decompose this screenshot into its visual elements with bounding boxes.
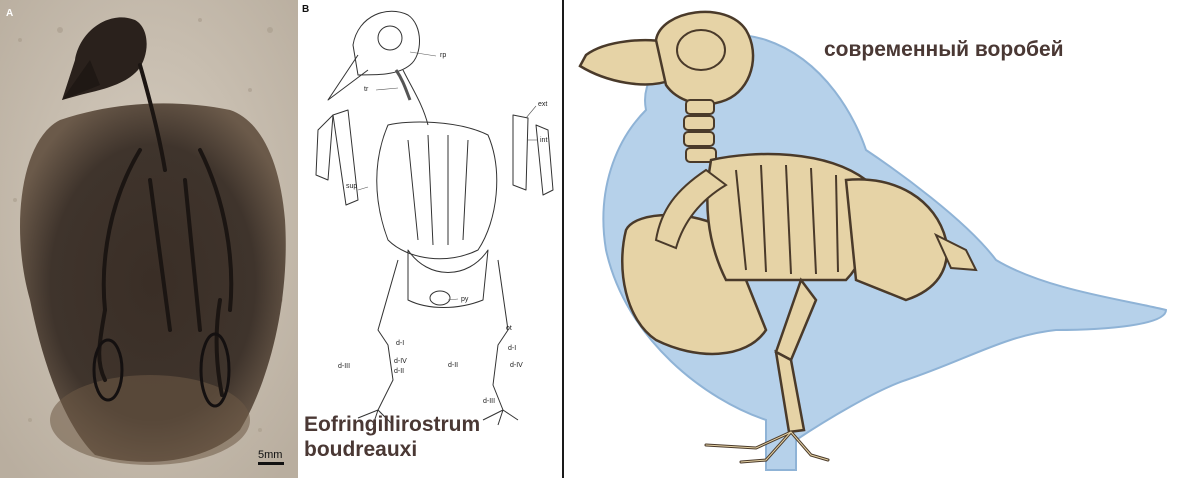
drawn-ribcage: [376, 121, 498, 260]
skeleton-line-drawing: [315, 10, 554, 426]
label-right-d-iii: d-III: [483, 398, 496, 405]
sparrow-orbit: [676, 29, 726, 71]
scale-bar: [258, 462, 284, 465]
modern-sparrow-caption: современный воробей: [824, 38, 1064, 61]
label-leader-lines: [357, 51, 538, 301]
drawn-skull: [352, 10, 420, 76]
species-genus: Eofringillirostrum: [304, 413, 481, 436]
drawn-right-toes: [482, 409, 519, 426]
panel-letter-b: B: [302, 4, 310, 15]
label-sup: sup: [346, 183, 358, 190]
fossil-feet: [92, 332, 231, 408]
label-left-d-iv: d-IV: [394, 358, 407, 365]
drawn-pygostyle: [429, 290, 451, 306]
fossil-photo-panel: A 5mm: [0, 0, 298, 478]
drawn-left-leg: [377, 259, 399, 411]
label-left-d-i: d-I: [396, 340, 405, 347]
drawn-orbit: [377, 25, 403, 51]
label-tr: tr: [364, 86, 369, 93]
sparrow-humerus: [654, 168, 728, 250]
label-rp: rp: [440, 52, 447, 59]
label-int: int: [540, 137, 548, 144]
label-left-d-iii: d-III: [338, 363, 351, 370]
label-left-d-ii: d-II: [394, 368, 405, 375]
modern-sparrow-illustration: [578, 10, 1168, 471]
skeleton-drawing-panel: B rp tr ext int sup py ot d-I d-IV d-II …: [298, 0, 560, 478]
fossil-beak: [62, 60, 100, 100]
label-ot: ot: [506, 325, 512, 332]
panel-divider: [560, 0, 566, 478]
label-ext: ext: [538, 101, 548, 108]
label-right-d-i: d-I: [508, 345, 517, 352]
drawn-left-wing: [332, 109, 359, 206]
drawn-beak: [327, 54, 369, 101]
sparrow-neck-vertebrae: [683, 99, 717, 163]
drawn-left-hand: [315, 114, 334, 181]
sparrow-ribs: [735, 164, 839, 275]
sparrow-pygostyle: [933, 232, 978, 272]
label-right-d-iv: d-IV: [510, 362, 523, 369]
drawn-right-hand: [535, 124, 554, 196]
drawn-right-leg: [492, 259, 509, 411]
fossil-bones: [97, 63, 234, 397]
scale-bar-label: 5mm: [258, 449, 283, 461]
drawn-left-toes: [357, 409, 394, 426]
drawn-pelvis: [407, 249, 489, 308]
drawn-ribs: [407, 134, 469, 246]
panel-letter-a: A: [6, 8, 14, 19]
label-py: py: [461, 296, 469, 303]
fossil-photo: [0, 0, 298, 478]
modern-sparrow-panel: современный воробей: [566, 0, 1200, 478]
drawn-trachea: [394, 69, 412, 101]
species-name: Eofringillirostrum boudreauxi: [304, 412, 480, 462]
sparrow-foot-fill: [705, 431, 829, 463]
sparrow-tibiotarsus: [774, 349, 806, 434]
lower-feather-wash: [50, 375, 250, 465]
species-epithet: boudreauxi: [304, 438, 418, 461]
drawn-neck: [402, 69, 429, 126]
drawn-right-wing: [512, 114, 529, 191]
label-right-d-ii: d-II: [448, 362, 459, 369]
